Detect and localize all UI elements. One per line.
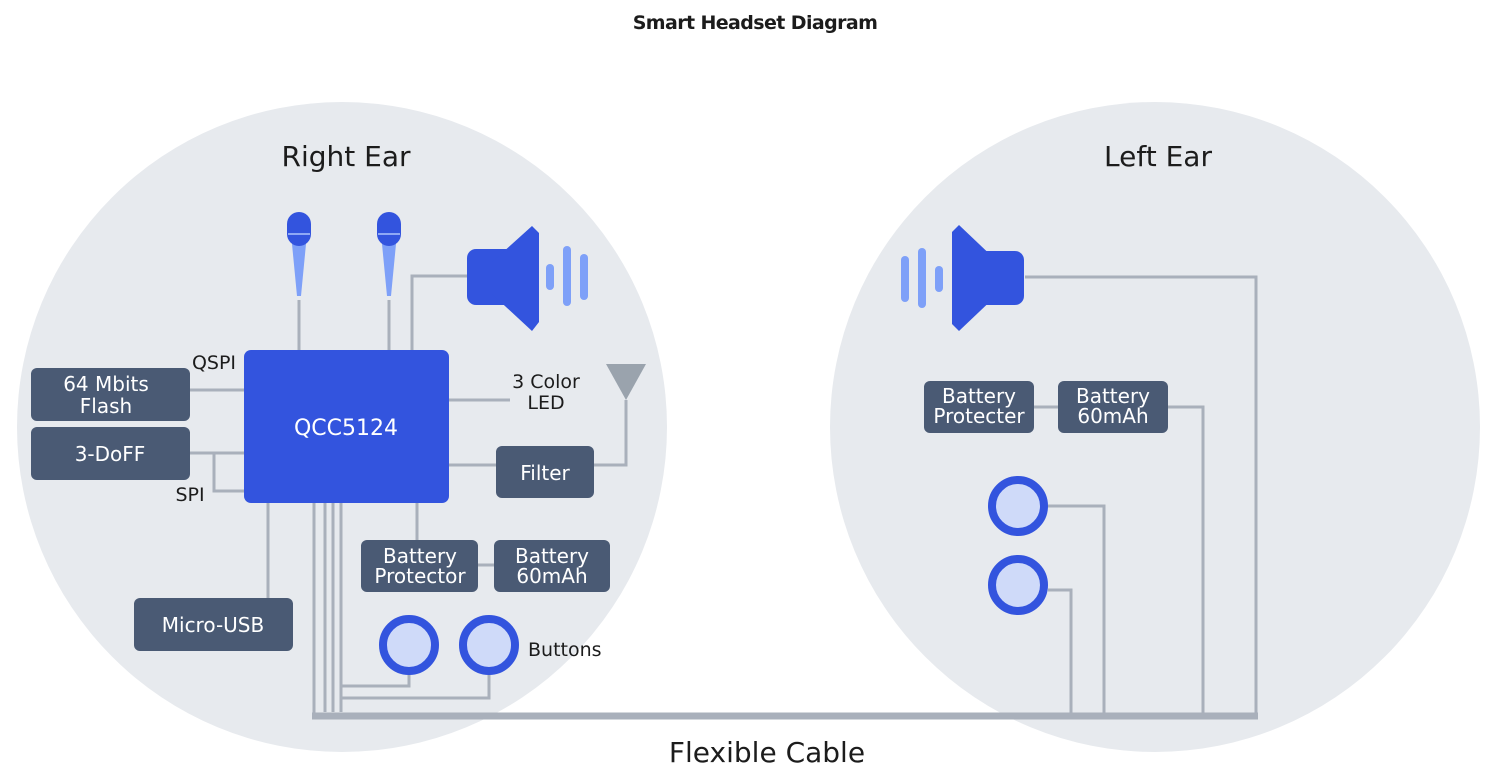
micro-usb-box <box>134 598 293 651</box>
right-battery-protector-box <box>361 540 478 592</box>
diagram-title: Smart Headset Diagram <box>633 12 878 34</box>
right-ear-label: Right Ear <box>282 140 411 173</box>
imu-box <box>31 427 190 480</box>
left-battery-protecter-line1: Battery <box>942 384 1016 408</box>
chip-qcc5124 <box>244 350 449 503</box>
button-icon <box>379 615 439 675</box>
flash-label-line1: 64 Mbits <box>63 372 149 396</box>
speaker-icon <box>467 226 588 331</box>
button-icon <box>988 476 1048 536</box>
imu-label: 3-DoFF <box>75 442 146 466</box>
button-icon <box>459 615 519 675</box>
left-battery-box <box>1058 381 1168 433</box>
qspi-label: QSPI <box>192 352 236 374</box>
right-battery-protector-line2: Protector <box>374 564 466 588</box>
button-icon <box>988 555 1048 615</box>
filter-box <box>496 446 594 498</box>
chip-label: QCC5124 <box>294 416 398 441</box>
right-battery-line1: Battery <box>515 544 589 568</box>
flexible-cable-label: Flexible Cable <box>669 736 865 769</box>
flash-label-line2: Flash <box>80 394 132 418</box>
right-battery-protector-line1: Battery <box>383 544 457 568</box>
microphone-icon <box>287 212 311 296</box>
left-battery-line1: Battery <box>1076 384 1150 408</box>
flash-box <box>31 368 190 421</box>
spi-label: SPI <box>175 484 204 506</box>
microphone-icon <box>377 212 401 296</box>
wiring <box>190 274 1258 718</box>
antenna-icon <box>606 364 646 400</box>
left-battery-protecter-box <box>924 381 1034 433</box>
led-label-line1: 3 Color <box>512 371 580 393</box>
led-label-line2: LED <box>527 392 564 414</box>
right-battery-box <box>494 540 610 592</box>
filter-label: Filter <box>520 461 570 485</box>
left-ear-label: Left Ear <box>1104 140 1212 173</box>
left-battery-protecter-line2: Protecter <box>933 404 1025 428</box>
right-battery-line2: 60mAh <box>516 564 587 588</box>
left-battery-line2: 60mAh <box>1077 404 1148 428</box>
micro-usb-label: Micro-USB <box>162 613 264 637</box>
speaker-icon <box>901 225 1024 331</box>
buttons-label: Buttons <box>528 639 602 661</box>
